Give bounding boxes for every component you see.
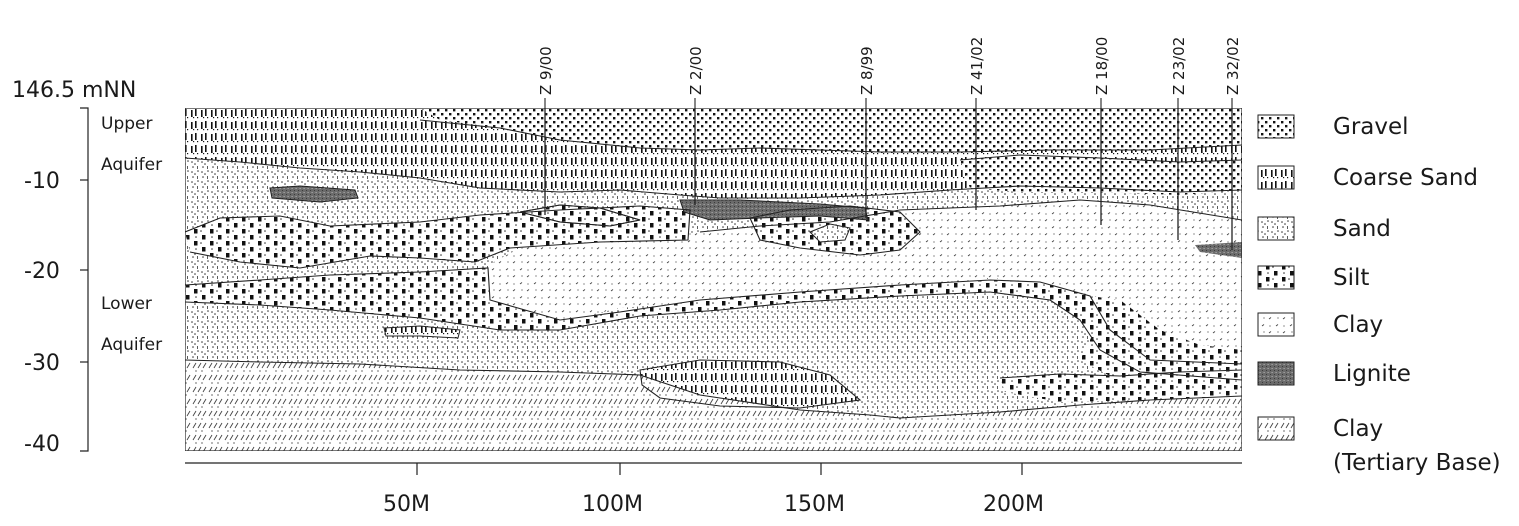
legend-item-lignite: Lignite	[1257, 361, 1411, 387]
lignite-lens-right	[1195, 242, 1242, 258]
gravel-upper-band	[420, 108, 1242, 152]
legend-item-tertiary-clay: Clay (Tertiary Base)	[1257, 416, 1501, 476]
distance-tick-label: 200M	[983, 492, 1044, 517]
borehole-leaders	[544, 98, 1233, 108]
silt-block-right	[1080, 296, 1242, 382]
depth-tick-label: -10	[24, 169, 60, 194]
sand-inclusion	[809, 223, 851, 243]
depth-tick-label: -30	[24, 351, 60, 376]
legend-item-sand: Sand	[1257, 216, 1391, 242]
tertiary-clay-swatch	[1257, 416, 1295, 441]
clay-swatch	[1257, 312, 1295, 337]
silt-swatch	[1257, 265, 1295, 290]
borehole-lines	[544, 108, 1233, 250]
borehole-label: Z 8/99	[858, 46, 876, 95]
legend-label: Silt	[1333, 265, 1369, 291]
lignite-lens-middle	[679, 199, 869, 221]
section-body	[185, 108, 1242, 451]
lower-aquifer-label: Lower	[101, 294, 152, 314]
legend-label: (Tertiary Base)	[1333, 450, 1501, 476]
borehole-label: Z 32/02	[1224, 37, 1242, 95]
legend-label: Coarse Sand	[1333, 165, 1478, 191]
legend-item-clay: Clay	[1257, 312, 1383, 338]
depth-axis: 146.5 mNN -10 -20 -30 -40	[12, 78, 136, 457]
borehole-label: Z 9/00	[537, 46, 555, 95]
silt-strip-right	[1000, 370, 1242, 402]
borehole-labels: Z 9/00 Z 2/00 Z 8/99 Z 41/02 Z 18/00 Z 2…	[537, 37, 1242, 95]
elevation-label: 146.5 mNN	[12, 78, 136, 103]
distance-tick-label: 50M	[383, 492, 430, 517]
depth-tick-label: -20	[24, 259, 60, 284]
distance-axis: 50M 100M 150M 200M	[185, 462, 1242, 517]
legend-label: Gravel	[1333, 114, 1409, 140]
upper-aquifer-label: Upper	[101, 114, 152, 134]
sand-swatch	[1257, 216, 1295, 241]
legend-label: Clay	[1333, 312, 1383, 338]
upper-aquifer-label: Aquifer	[101, 155, 162, 175]
depth-axis-line	[80, 107, 89, 452]
lignite-lens-left	[269, 185, 359, 203]
legend-label: Sand	[1333, 216, 1391, 242]
borehole-label: Z 41/02	[968, 37, 986, 95]
borehole-label: Z 23/02	[1170, 37, 1188, 95]
borehole-label: Z 18/00	[1093, 37, 1111, 95]
legend: Gravel Coarse Sand Sand Silt Clay Lignit…	[1257, 114, 1501, 476]
coarse-sand-swatch	[1257, 165, 1295, 190]
legend-item-gravel: Gravel	[1257, 114, 1409, 140]
legend-label: Clay	[1333, 416, 1383, 442]
legend-item-coarse-sand: Coarse Sand	[1257, 165, 1478, 191]
distance-tick-label: 100M	[582, 492, 643, 517]
silt-band-lower	[185, 268, 1242, 380]
legend-item-silt: Silt	[1257, 265, 1369, 291]
aquifer-labels: Upper Aquifer Lower Aquifer	[101, 114, 162, 355]
depth-tick-label: -40	[24, 432, 60, 457]
layer-boundaries	[185, 119, 1242, 419]
lower-aquifer-label: Aquifer	[101, 335, 162, 355]
legend-label: Lignite	[1333, 361, 1411, 387]
coarse-sand-small-lens	[383, 325, 461, 339]
gravel-swatch	[1257, 114, 1295, 139]
distance-tick-label: 150M	[784, 492, 845, 517]
lignite-swatch	[1257, 361, 1295, 386]
borehole-label: Z 2/00	[687, 46, 705, 95]
